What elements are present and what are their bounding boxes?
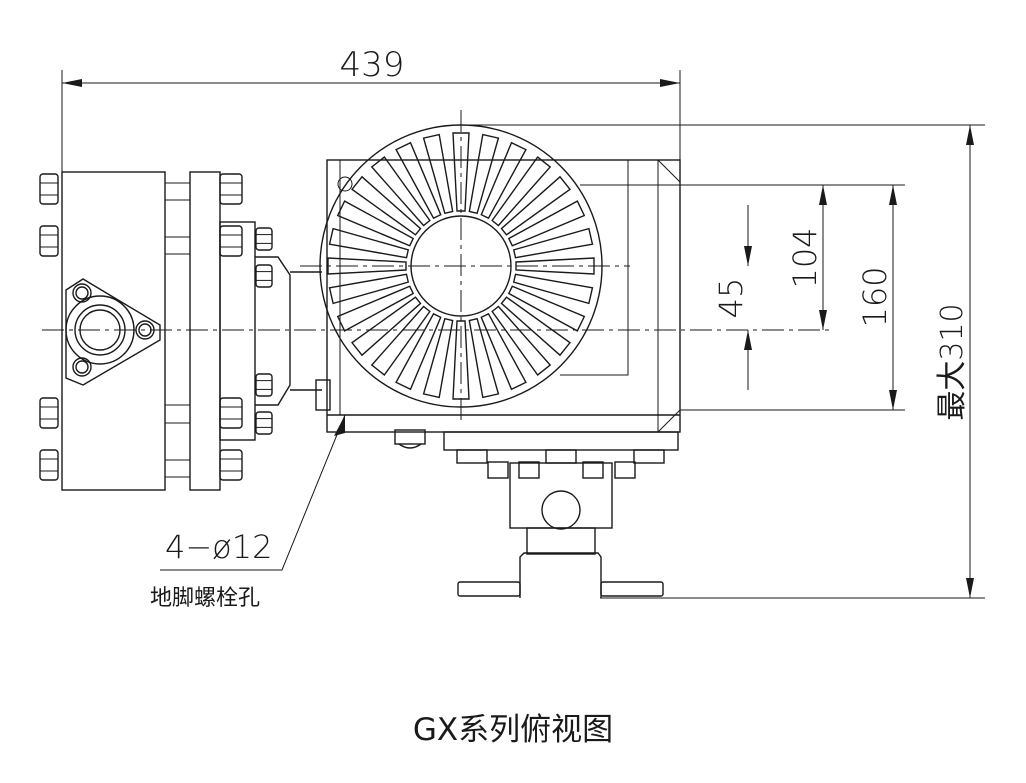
bottom-mount — [443, 431, 679, 598]
fan-slot — [328, 227, 410, 259]
fan-slot — [480, 141, 527, 220]
dim-160: 160 — [856, 266, 894, 327]
center-lines — [42, 110, 830, 420]
fan-slot — [422, 317, 454, 399]
hole-spec-label: 4−ø12 — [165, 528, 273, 566]
fan-slot — [507, 285, 586, 332]
hex-bolt-icon — [219, 397, 243, 429]
dim-overall-width: 439 — [340, 45, 405, 85]
fan-slot — [491, 305, 552, 376]
fan-slot — [370, 305, 431, 376]
fan-slot — [512, 273, 594, 305]
fan-slot — [351, 296, 422, 357]
fan-slot — [422, 133, 454, 215]
fan-slot — [395, 312, 442, 391]
hex-bolt-icon — [255, 227, 273, 251]
flange-bolts — [39, 173, 273, 481]
drawing-title: GX系列俯视图 — [412, 712, 614, 748]
left-flange — [61, 171, 322, 491]
hex-bolt-icon — [219, 173, 243, 205]
fan-slot — [500, 296, 571, 357]
fan-slot — [515, 257, 595, 275]
fan-slot — [507, 200, 586, 247]
hole-desc-label: 地脚螺栓孔 — [150, 586, 261, 611]
hex-bolt-icon — [219, 225, 243, 257]
fan-slots — [327, 132, 595, 400]
dim-45: 45 — [712, 278, 750, 319]
fan-slot — [468, 133, 500, 215]
dim-max-310: 最大310 — [935, 303, 970, 420]
fan-slot — [336, 200, 415, 247]
dimension-lines — [61, 70, 985, 599]
fan-slot — [500, 175, 571, 236]
fan-slot — [491, 156, 552, 227]
hex-bolt-icon — [219, 449, 243, 481]
hex-bolt-icon — [39, 449, 59, 481]
hex-bolt-icon — [39, 225, 59, 257]
fan-slot — [480, 312, 527, 391]
fan-slot — [336, 285, 415, 332]
hex-bolt-icon — [255, 373, 273, 397]
fan-slot — [351, 175, 422, 236]
fan-slot — [468, 317, 500, 399]
hex-bolt-icon — [255, 264, 273, 288]
hex-bolt-icon — [39, 173, 59, 205]
hex-bolt-icon — [39, 397, 59, 429]
fan-slot — [327, 257, 407, 275]
hex-bolt-icon — [255, 411, 273, 435]
fan-slot — [328, 273, 410, 305]
fan-slot — [452, 132, 470, 212]
dim-104: 104 — [786, 227, 824, 288]
fan-slot — [512, 227, 594, 259]
fan-slot — [452, 320, 470, 400]
fan-slot — [370, 156, 431, 227]
fan-slot — [395, 141, 442, 220]
